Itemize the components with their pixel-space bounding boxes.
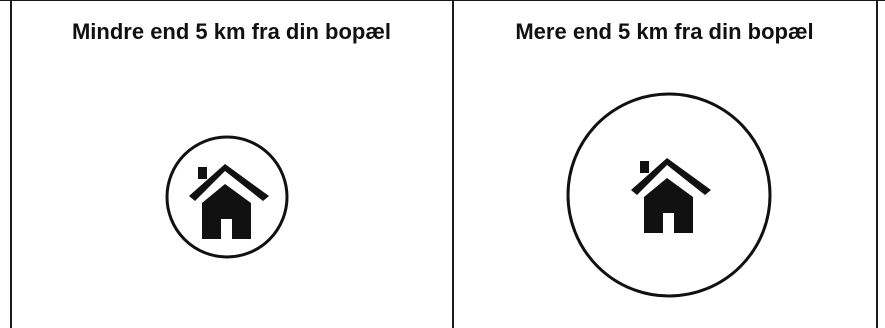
panel-more-than-5km: Mere end 5 km fra din bopæl [453, 1, 876, 328]
frame-left-border [10, 1, 12, 328]
panel-heading: Mere end 5 km fra din bopæl [515, 19, 814, 44]
house-in-small-circle-icon [165, 135, 289, 259]
panel-heading: Mindre end 5 km fra din bopæl [71, 19, 392, 44]
panel-less-than-5km: Mindre end 5 km fra din bopæl [11, 1, 452, 328]
house-in-large-circle-icon [566, 92, 772, 298]
frame-right-border [876, 1, 878, 328]
column-divider [452, 1, 454, 328]
